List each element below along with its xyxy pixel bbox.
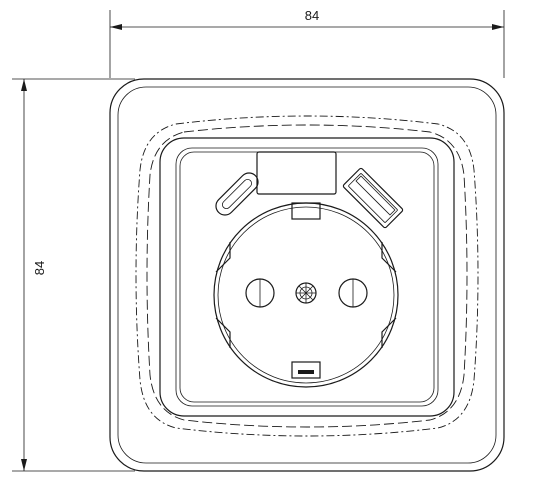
usb-c-port <box>215 172 259 216</box>
pin-hole-right <box>338 278 368 308</box>
insert-plate-inner <box>175 147 439 407</box>
recess-dashed-outer <box>135 115 479 437</box>
socket-notch-left-bottom <box>215 317 231 348</box>
socket-notch-right-top <box>381 242 397 273</box>
label-window <box>256 151 337 195</box>
outer-frame-edge <box>109 78 505 472</box>
width-arrow-left <box>110 24 122 30</box>
socket-notch-right-bottom <box>381 317 397 348</box>
earth-clip-bottom <box>291 361 321 379</box>
socket-recess-outer <box>213 202 399 388</box>
earth-clip-bottom-outer <box>291 361 321 379</box>
earth-clip-bottom-inner <box>298 370 314 374</box>
height-arrow-bottom <box>21 459 27 471</box>
usb-a-port <box>342 167 404 229</box>
screw-slot-d <box>298 285 314 301</box>
socket-notch-left-top <box>215 242 231 273</box>
insert-plate <box>159 137 455 417</box>
schuko-socket <box>213 202 399 388</box>
pin-hole-left <box>245 278 275 308</box>
usb-a-inner <box>348 173 398 223</box>
socket-recess-inner <box>217 206 395 384</box>
height-arrow-top <box>21 79 27 91</box>
insert-plate-outer <box>159 137 455 417</box>
usb-c-inner <box>221 178 253 210</box>
recess-dashed-inner <box>146 124 468 428</box>
usb-a-tongue <box>355 175 396 216</box>
width-label: 84 <box>305 8 319 23</box>
outer-frame <box>109 78 505 472</box>
height-dimension: 84 <box>12 78 135 472</box>
center-screw <box>295 282 317 304</box>
usb-c-outer <box>215 172 259 216</box>
height-label: 84 <box>32 261 47 275</box>
frame-recess <box>135 115 479 437</box>
width-dimension: 84 <box>109 8 505 78</box>
usb-a-outer <box>342 167 404 229</box>
outer-frame-inner-edge <box>117 86 497 464</box>
earth-clip-top <box>291 202 321 220</box>
width-arrow-right <box>492 24 504 30</box>
